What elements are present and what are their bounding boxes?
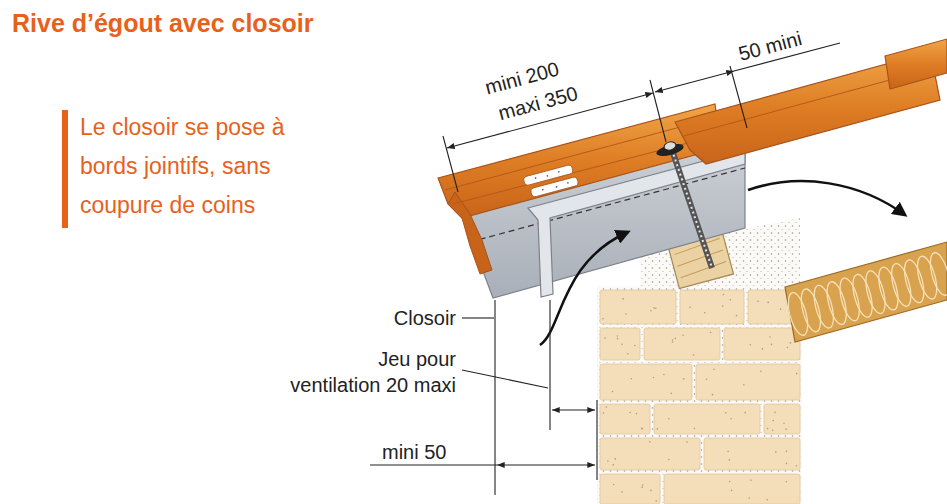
dimension-text: mini 50 [382,440,446,464]
insulation-texture [785,251,947,338]
note-bar [62,110,68,228]
dimension-text: 50 mini [736,26,804,66]
masonry-wall [600,290,800,504]
insulation-roll [785,242,947,342]
airflow-arrow [748,181,905,215]
airflow-arrow [540,232,628,345]
part-label: Jeu pour ventilation 20 maxi [284,346,456,398]
dimension-lines [370,43,840,495]
wall-joint [597,286,802,504]
roof-tile [885,39,947,89]
diagram-title: Rive d’égout avec closoir [12,8,314,38]
fixing-screw [655,141,712,268]
vent-slot [523,164,579,199]
part-label: Closoir [394,306,456,330]
note-text: Le closoir se pose à bords jointifs, san… [80,108,330,225]
tile-end [448,192,492,274]
